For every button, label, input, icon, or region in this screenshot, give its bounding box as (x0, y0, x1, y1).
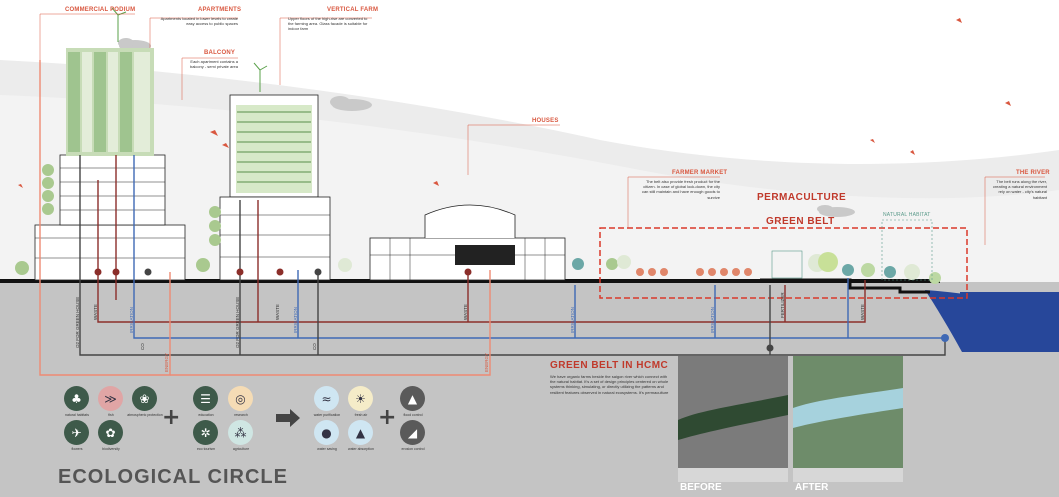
pipe-label-waste: WASTE (860, 304, 865, 320)
hcmc-title: GREEN BELT IN HCMC (550, 360, 669, 371)
label-houses: HOUSES (532, 118, 559, 124)
book-icon: ☰ (193, 386, 218, 411)
ecological-circle-label: atmospheric protection (127, 413, 163, 417)
bird-icon (18, 18, 1011, 188)
bird-icon: ✈ (64, 420, 89, 445)
pipe-label-waste: WASTE (93, 304, 98, 320)
label-natural-habitat: NATURAL HABITAT (883, 212, 931, 218)
pipe-label-waste: WASTE (275, 304, 280, 320)
commercial-podium-building (34, 48, 186, 281)
pipe-label-fertilizer: FERTILIZER (780, 292, 785, 318)
pipe-label-irrigation: IRRIGATION (710, 307, 715, 333)
label-green-belt: GREEN BELT (766, 216, 835, 227)
vertical-farm-desc: Upper floors of the high-rise are conver… (288, 16, 368, 32)
sun-icon: ☀ (348, 386, 373, 411)
before-caption: BEFORE (680, 482, 722, 493)
leaf-icon: ❀ (132, 386, 157, 411)
ecological-circle-label: water saving (317, 447, 337, 451)
drop-icon: ● (314, 420, 339, 445)
ecological-circle-label: fresh air (354, 413, 368, 417)
ecological-circle-label: agriculture (232, 447, 250, 451)
ecological-circle-label: water purification (313, 413, 341, 417)
after-caption: AFTER (795, 482, 829, 493)
the-river-desc: The belt runs along the river, creating … (992, 179, 1047, 200)
tree-icon (572, 252, 941, 284)
apartments-desc: Apartments located in lower levels to cr… (160, 16, 238, 27)
ecological-circle-label: flood control (403, 413, 423, 417)
pipe-label-o2: O2 FOR GREEN HOUSE (75, 296, 80, 348)
vertical-farm-building (219, 94, 331, 281)
wave-icon: ≈ (314, 386, 339, 411)
ecological-circle-label: biodiversity (102, 447, 120, 451)
label-commercial-podium: COMMERCIAL PODIUM (65, 7, 136, 13)
paw-icon: ✿ (98, 420, 123, 445)
label-farmer-market: FARMER MARKET (672, 170, 728, 176)
wheat-icon: ⁂ (228, 420, 253, 445)
plus-icon: + (162, 405, 181, 430)
label-the-river: THE RIVER (1016, 170, 1050, 176)
ecological-circle-label: eco tourism (196, 447, 216, 451)
pipe-node (94, 268, 949, 352)
balcony-desc: Each apartment contains a balcony - semi… (189, 59, 238, 70)
ecological-circle-label: education (198, 413, 214, 417)
green-belt-frame (599, 227, 968, 299)
ecological-circle-label: erosion control (401, 447, 425, 451)
ecological-circle-label: fish (108, 413, 114, 417)
pipe-label-irrigation: IRRIGATION (293, 307, 298, 333)
pipe-label-energy: ENERGY (164, 352, 169, 372)
pipe-label-irrigation: IRRIGATION (570, 307, 575, 333)
label-balcony: BALCONY (204, 50, 236, 56)
farmer-market-desc: The belt also provide fresh product for … (641, 179, 720, 200)
ecological-circle-label: natural habitats (65, 413, 89, 417)
label-permaculture: PERMACULTURE (757, 192, 847, 203)
pipe-label-co2: CO (140, 343, 145, 350)
cloud-icon (118, 38, 855, 217)
tree-icon: ♣ (64, 386, 89, 411)
ecological-circle-label: water absorption (348, 447, 374, 451)
pipe-label-co2: CO (312, 343, 317, 350)
pipe-label-o2: O2 FOR GREEN HOUSE (235, 296, 240, 348)
pipe-network (39, 60, 946, 376)
tree-icon (15, 164, 210, 275)
pipe-label-irrigation: IRRIGATION (129, 307, 134, 333)
arrow-icon (276, 409, 300, 427)
fish-icon: ≫ (98, 386, 123, 411)
pipe-label-energy: ENERGY (484, 352, 489, 372)
pipe-label-waste: WASTE (463, 304, 468, 320)
erosion-icon: ◢ (400, 420, 425, 445)
hcmc-body: We have organic farms beside the saigon … (550, 374, 669, 395)
flood-icon: ▲ (400, 386, 425, 411)
gears-icon: ✲ (193, 420, 218, 445)
drop-hand-icon: ▲ (348, 420, 373, 445)
ecological-circle-title: ECOLOGICAL CIRCLE (58, 466, 288, 488)
magnifier-icon: ◎ (228, 386, 253, 411)
label-apartments: APARTMENTS (198, 7, 242, 13)
river (925, 290, 1059, 352)
plus-icon: + (378, 405, 397, 430)
wind-turbine-icon (111, 7, 268, 92)
ecological-circle-label: flowers (71, 447, 83, 451)
label-vertical-farm: VERTICAL FARM (327, 7, 379, 13)
ecological-circle-label: research (234, 413, 248, 417)
